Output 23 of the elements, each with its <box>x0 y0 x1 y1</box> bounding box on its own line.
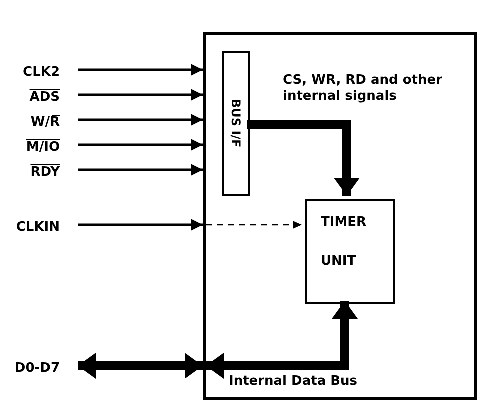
signal-label: M/IO <box>26 140 60 155</box>
signal-label: W/R <box>30 115 60 130</box>
bus-arrow <box>206 301 358 379</box>
block-label: UNIT <box>321 254 356 269</box>
block-label: TIMER <box>321 215 367 230</box>
block-outline <box>203 32 477 400</box>
bus-arrow <box>247 120 360 196</box>
block-label: BUS I/F <box>229 99 243 148</box>
interface-block <box>222 51 250 196</box>
signal-arrow <box>78 89 203 101</box>
signal-label: D0-D7 <box>14 361 60 376</box>
signal-arrow <box>78 219 203 231</box>
bus-arrow <box>78 353 203 379</box>
signal-label: RDY <box>30 165 60 180</box>
signal-arrow <box>78 114 203 126</box>
signal-label: CLK2 <box>23 65 60 80</box>
signal-arrow <box>78 139 203 151</box>
signal-arrow <box>78 164 203 176</box>
unit-block <box>305 199 395 304</box>
signal-arrow <box>206 221 302 229</box>
signal-label: CLKIN <box>16 220 60 235</box>
signal-arrow <box>78 64 203 76</box>
signal-label: ADS <box>30 90 60 105</box>
